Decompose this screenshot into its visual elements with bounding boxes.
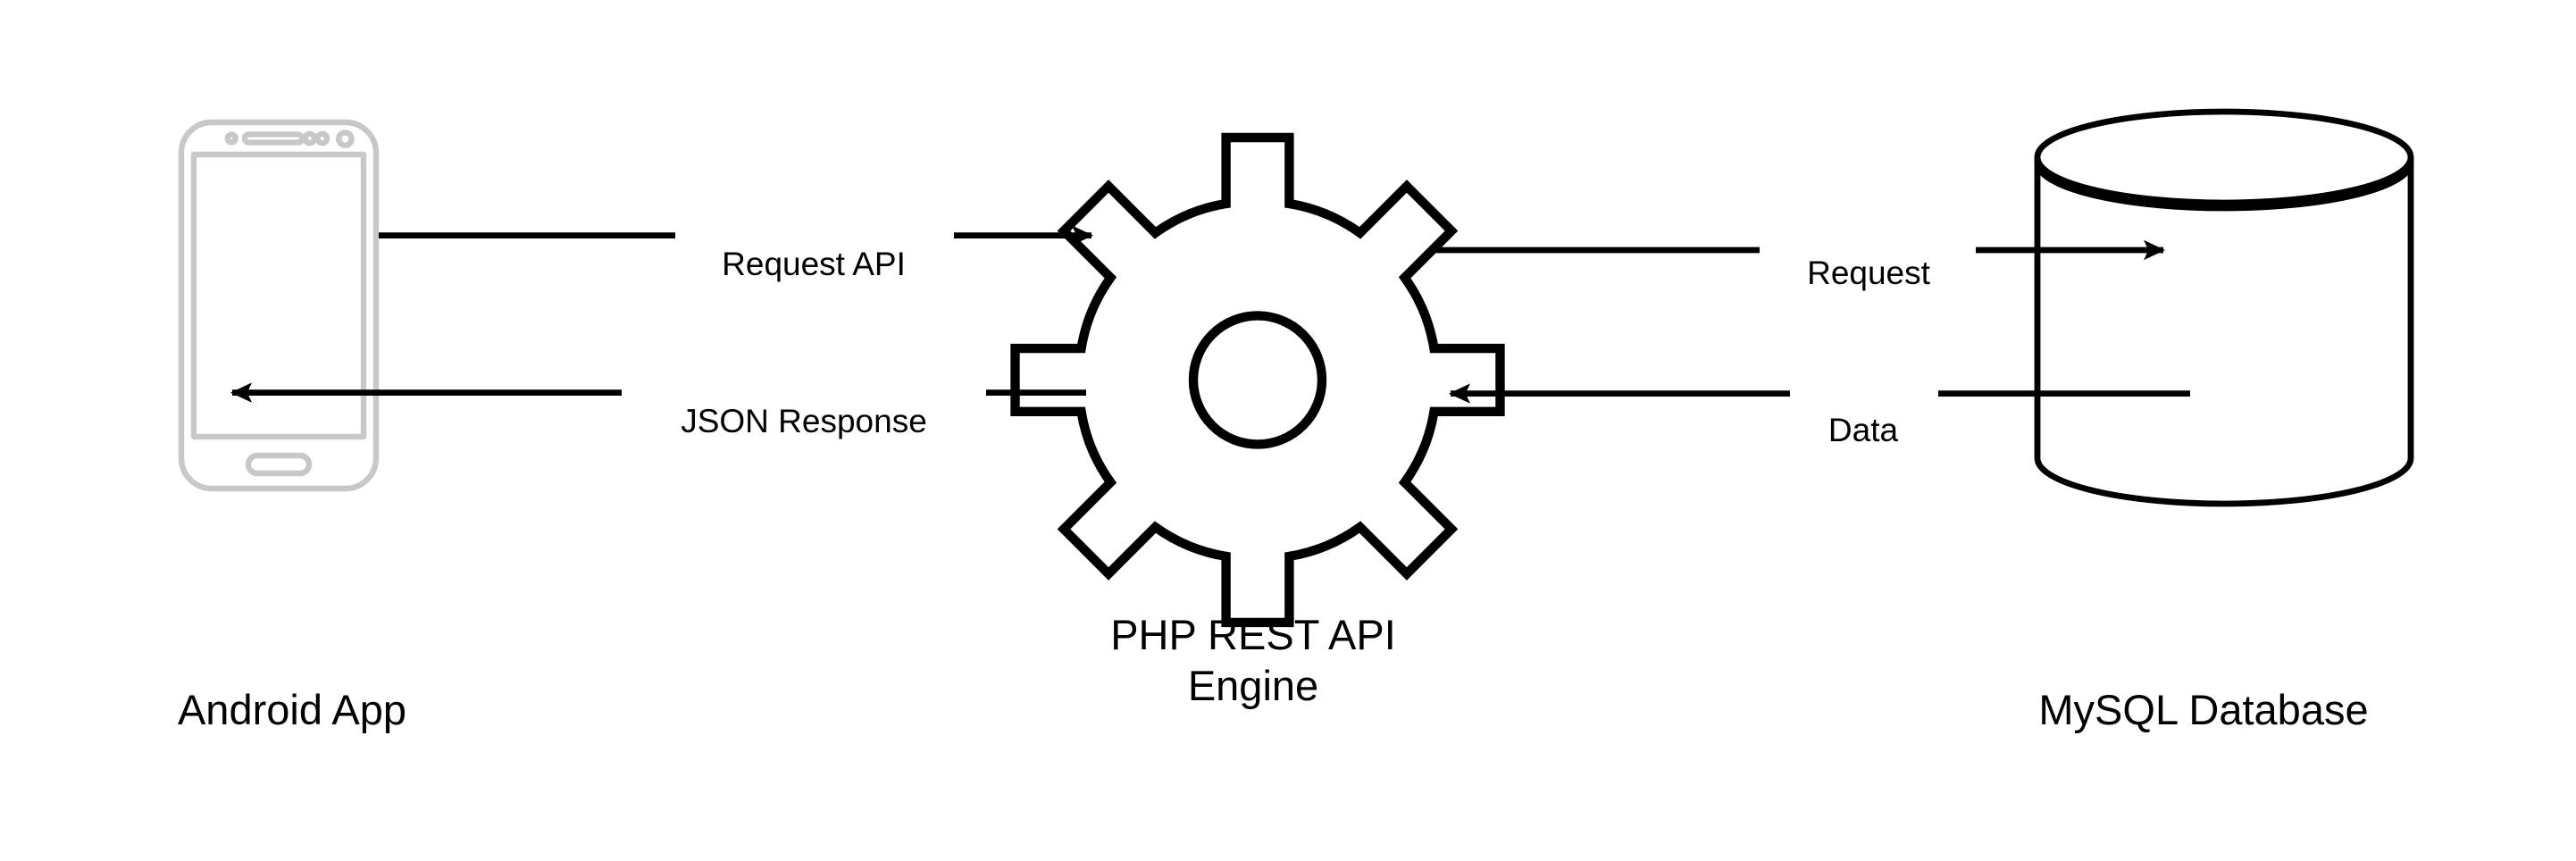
edge-label-data: Data xyxy=(1824,413,1903,448)
caption-mysql-database: MySQL Database xyxy=(2038,686,2369,733)
caption-android-app: Android App xyxy=(177,686,407,733)
caption-php-rest-api-engine: PHP REST API Engine xyxy=(1110,611,1396,709)
edge-label-json-response: JSON Response xyxy=(677,404,931,439)
database-cylinder-icon xyxy=(2034,108,2414,507)
smartphone-icon xyxy=(178,119,380,492)
edge-label-request-api: Request API xyxy=(718,247,909,282)
gear-icon xyxy=(1010,132,1505,628)
edge-label-request: Request xyxy=(1803,255,1934,291)
